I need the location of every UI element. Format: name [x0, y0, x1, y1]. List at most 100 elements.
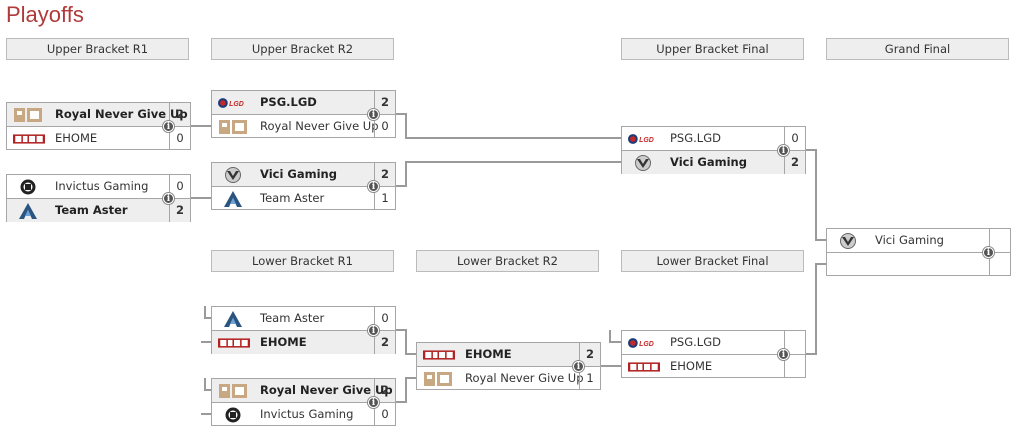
- team-name: EHOME: [55, 131, 98, 145]
- team-score: 1: [374, 187, 395, 210]
- match-row-top[interactable]: Invictus Gaming 0: [7, 175, 190, 199]
- ig-logo-icon: [218, 406, 250, 423]
- match-info-icon[interactable]: i: [778, 145, 789, 156]
- match-info-icon[interactable]: i: [368, 109, 379, 120]
- team-name: Team Aster: [260, 191, 325, 205]
- svg-text:LGD: LGD: [229, 100, 244, 107]
- match-row-bottom[interactable]: Royal Never Give Up 1: [417, 367, 600, 390]
- match-row-top[interactable]: EHOME 2: [417, 343, 600, 367]
- team-score: 2: [374, 91, 395, 114]
- ehome-logo-icon: [13, 130, 45, 147]
- match-info-icon[interactable]: i: [573, 361, 584, 372]
- match-info-icon[interactable]: i: [983, 247, 994, 258]
- team-score: 2: [579, 343, 600, 366]
- team-name: PSG.LGD: [670, 131, 721, 145]
- team-name: Royal Never Give Up: [260, 383, 393, 397]
- match-info-icon[interactable]: i: [368, 325, 379, 336]
- match-row-bottom[interactable]: Royal Never Give Up 0: [212, 115, 395, 138]
- team-name: Invictus Gaming: [55, 179, 149, 193]
- team-name: Invictus Gaming: [260, 407, 354, 421]
- team-score: 0: [169, 175, 190, 198]
- ehome-logo-icon: [218, 334, 250, 351]
- match-row-bottom[interactable]: [827, 253, 1010, 276]
- match-info-icon[interactable]: i: [368, 397, 379, 408]
- header-grand-final: Grand Final: [826, 38, 1009, 60]
- match-row-top[interactable]: Royal Never Give Up 2: [7, 103, 190, 127]
- team-name: Vici Gaming: [670, 155, 747, 169]
- rng-logo-icon: [13, 106, 45, 123]
- match-row-top[interactable]: LGD PSG.LGD: [622, 331, 805, 355]
- ig-logo-icon: [13, 178, 45, 195]
- header-lower-bracket-r1: Lower Bracket R1: [211, 250, 394, 272]
- match-lb-r1-1[interactable]: Team Aster 0 EHOME 2: [211, 306, 396, 354]
- match-row-bottom[interactable]: Vici Gaming 2: [622, 151, 805, 174]
- match-row-bottom[interactable]: EHOME 2: [212, 331, 395, 354]
- match-row-bottom[interactable]: EHOME 0: [7, 127, 190, 150]
- team-score: [989, 229, 1010, 252]
- team-score: 2: [169, 199, 190, 222]
- match-row-top[interactable]: LGD PSG.LGD 2: [212, 91, 395, 115]
- team-score: [784, 355, 805, 378]
- match-ub-r1-1[interactable]: Royal Never Give Up 2 EHOME 0: [6, 102, 191, 150]
- psg-lgd-logo-icon: LGD: [218, 94, 250, 111]
- match-lb-r1-2[interactable]: Royal Never Give Up 2 Invictus Gaming 0: [211, 378, 396, 426]
- team-score: 2: [374, 379, 395, 402]
- match-ub-r2-2[interactable]: Vici Gaming 2 Team Aster 1: [211, 162, 396, 210]
- match-row-bottom[interactable]: EHOME: [622, 355, 805, 378]
- team-score: 2: [169, 103, 190, 126]
- match-info-icon[interactable]: i: [368, 181, 379, 192]
- match-lb-r2[interactable]: EHOME 2 Royal Never Give Up 1: [416, 342, 601, 390]
- match-row-bottom[interactable]: Team Aster 1: [212, 187, 395, 210]
- team-name: EHOME: [465, 347, 512, 361]
- match-ub-final[interactable]: LGD PSG.LGD 0 Vici Gaming 2: [621, 126, 806, 174]
- header-upper-bracket-final: Upper Bracket Final: [621, 38, 804, 60]
- team-score: 2: [784, 151, 805, 174]
- match-ub-r2-1[interactable]: LGD PSG.LGD 2 Royal Never Give Up 0: [211, 90, 396, 138]
- header-upper-bracket-r1: Upper Bracket R1: [6, 38, 189, 60]
- team-score: 0: [169, 127, 190, 150]
- team-name: Vici Gaming: [260, 167, 337, 181]
- header-upper-bracket-r2: Upper Bracket R2: [211, 38, 394, 60]
- team-score: [784, 331, 805, 354]
- team-name: Royal Never Give Up: [55, 107, 188, 121]
- aster-logo-icon: [218, 190, 250, 207]
- psg-lgd-logo-icon: LGD: [628, 334, 660, 351]
- match-row-top[interactable]: Vici Gaming 2: [212, 163, 395, 187]
- svg-text:LGD: LGD: [639, 136, 654, 143]
- match-lb-final[interactable]: LGD PSG.LGD EHOME: [621, 330, 806, 378]
- aster-logo-icon: [13, 202, 45, 219]
- header-lower-bracket-r2: Lower Bracket R2: [416, 250, 599, 272]
- ehome-logo-icon: [423, 346, 455, 363]
- ehome-logo-icon: [628, 358, 660, 375]
- team-name: PSG.LGD: [670, 335, 721, 349]
- match-info-icon[interactable]: i: [163, 121, 174, 132]
- team-name: Team Aster: [55, 203, 128, 217]
- match-grand-final[interactable]: Vici Gaming: [826, 228, 1011, 276]
- aster-logo-icon: [218, 310, 250, 327]
- team-score: 2: [374, 163, 395, 186]
- team-name: EHOME: [670, 359, 713, 373]
- match-row-top[interactable]: LGD PSG.LGD 0: [622, 127, 805, 151]
- header-lower-bracket-final: Lower Bracket Final: [621, 250, 804, 272]
- match-row-top[interactable]: Royal Never Give Up 2: [212, 379, 395, 403]
- team-name: Royal Never Give Up: [260, 119, 379, 133]
- match-row-top[interactable]: Team Aster 0: [212, 307, 395, 331]
- team-name: EHOME: [260, 335, 307, 349]
- team-name: PSG.LGD: [260, 95, 317, 109]
- team-score: 2: [374, 331, 395, 354]
- match-info-icon[interactable]: i: [778, 349, 789, 360]
- match-row-bottom[interactable]: Invictus Gaming 0: [212, 403, 395, 426]
- team-name: Royal Never Give Up: [465, 371, 584, 385]
- rng-logo-icon: [423, 370, 455, 387]
- team-score: 0: [784, 127, 805, 150]
- match-row-top[interactable]: Vici Gaming: [827, 229, 1010, 253]
- svg-text:LGD: LGD: [639, 340, 654, 347]
- team-score: [989, 253, 1010, 276]
- match-info-icon[interactable]: i: [163, 193, 174, 204]
- rng-logo-icon: [218, 382, 250, 399]
- vici-logo-icon: [218, 166, 250, 183]
- team-score: 0: [374, 115, 395, 138]
- psg-lgd-logo-icon: LGD: [628, 130, 660, 147]
- match-row-bottom[interactable]: Team Aster 2: [7, 199, 190, 222]
- match-ub-r1-2[interactable]: Invictus Gaming 0 Team Aster 2: [6, 174, 191, 222]
